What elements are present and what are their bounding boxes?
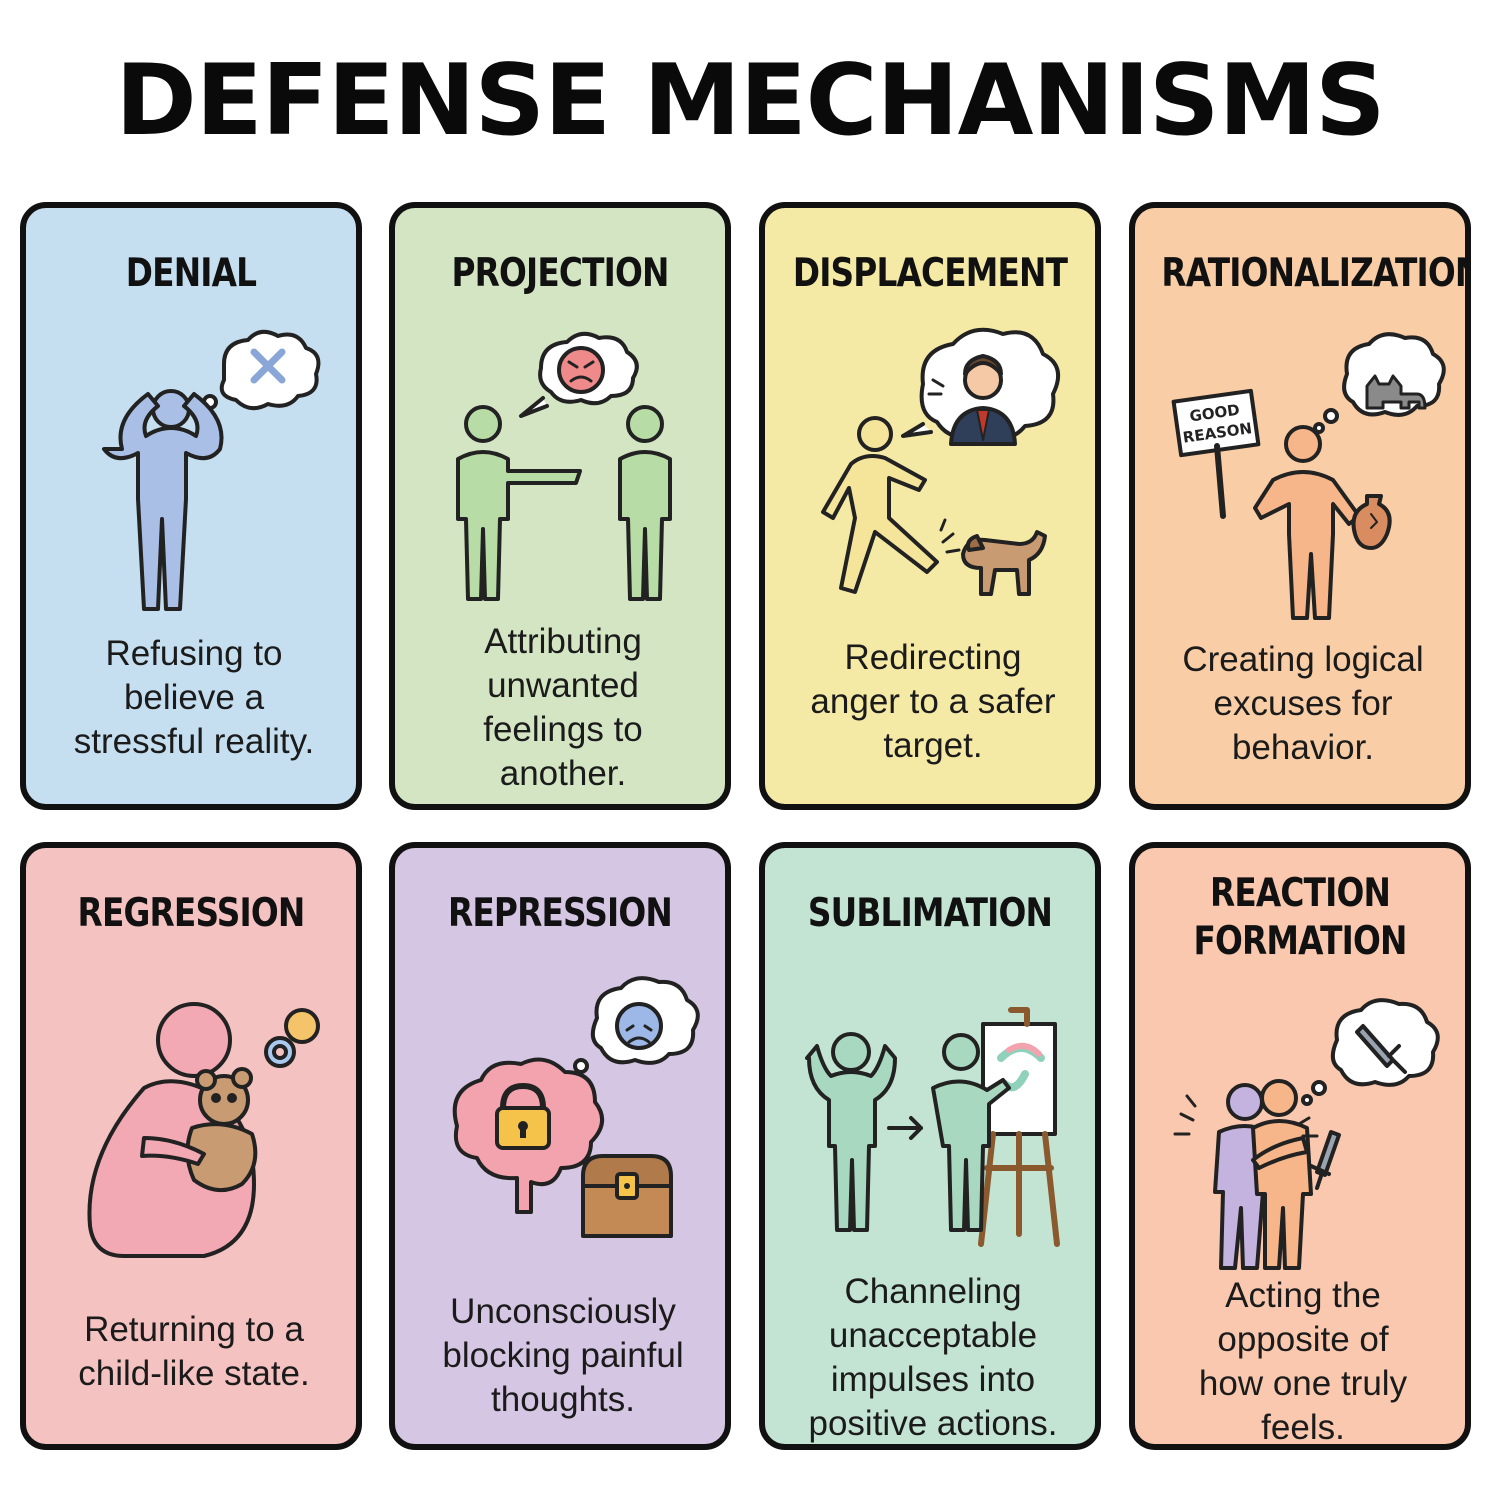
displacement-illustration xyxy=(821,327,1061,596)
card-title-line: PROJECTION xyxy=(451,251,669,296)
angry-face-icon xyxy=(557,346,605,394)
card-description-line: behavior. xyxy=(1231,728,1375,768)
card-reaction-formation: REACTION FORMATION Acting the opposite o… xyxy=(1129,842,1471,1450)
page-title: DEFENSE MECHANISMS xyxy=(115,44,1385,158)
accused-person-icon xyxy=(618,405,672,601)
denial-illustration xyxy=(102,329,321,611)
distressed-person-icon xyxy=(102,389,224,611)
pacifier-icon xyxy=(264,1008,320,1068)
arrow-right-icon xyxy=(887,1116,923,1140)
card-title-line: REACTION xyxy=(1209,871,1391,916)
card-description-line: Unconsciously xyxy=(450,1292,676,1331)
card-description-line: anger to a safer xyxy=(810,682,1056,722)
dog-icon xyxy=(961,530,1047,596)
card-description-line: feelings to xyxy=(483,710,643,750)
teddy-bear-icon xyxy=(185,1067,258,1192)
card-repression: REPRESSION Unco xyxy=(389,842,731,1450)
card-description: Creating logical excuses for behavior. xyxy=(1153,638,1453,770)
kicking-person-icon xyxy=(821,416,939,594)
card-title-line: RATIONALIZATION xyxy=(1161,251,1471,296)
card-description-line: excuses for xyxy=(1213,684,1393,724)
cat-icon xyxy=(1365,374,1427,410)
sad-face-icon xyxy=(615,1002,663,1050)
card-title: DENIAL xyxy=(52,250,329,298)
card-description-line: unacceptable xyxy=(828,1316,1038,1356)
regression-illustration xyxy=(87,1002,320,1258)
card-title: REGRESSION xyxy=(52,890,329,938)
x-icon xyxy=(250,348,286,384)
card-description-line: Redirecting xyxy=(844,638,1022,677)
card-description-line: Acting the xyxy=(1225,1276,1381,1315)
card-title: REACTION FORMATION xyxy=(1161,870,1438,965)
card-title: SUBLIMATION xyxy=(791,890,1068,938)
card-title-line: REGRESSION xyxy=(77,891,306,936)
rationalization-illustration: GOOD REASON xyxy=(1171,332,1446,620)
card-title-line: REPRESSION xyxy=(448,891,673,936)
card-description-line: Returning to a xyxy=(84,1310,304,1349)
pointing-person-icon xyxy=(456,405,582,601)
projection-illustration xyxy=(456,331,672,601)
card-title: RATIONALIZATION xyxy=(1161,250,1471,298)
card-title-line: FORMATION xyxy=(1193,918,1407,964)
hugging-person-icon xyxy=(1251,1079,1313,1270)
card-description-line: target. xyxy=(883,726,983,766)
painting-person-icon xyxy=(931,1033,1011,1232)
card-description-line: stressful reality. xyxy=(73,722,315,762)
card-description-line: positive actions. xyxy=(808,1404,1058,1444)
card-description-line: blocking painful xyxy=(442,1336,684,1376)
card-title-line: DENIAL xyxy=(125,251,257,296)
easel-icon xyxy=(978,1007,1060,1247)
card-description: Unconsciously blocking painful thoughts. xyxy=(413,1290,713,1422)
card-description-line: unwanted xyxy=(487,666,639,706)
card-description-line: thoughts. xyxy=(491,1380,635,1420)
card-description: Channeling unacceptable impulses into po… xyxy=(783,1270,1083,1444)
card-description-line: Attributing xyxy=(484,622,642,661)
card-description-line: impulses into xyxy=(830,1360,1036,1400)
repression-illustration xyxy=(452,976,700,1238)
card-description-line: believe a xyxy=(123,678,265,718)
card-description-line: child-like state. xyxy=(78,1354,310,1394)
thought-bubble-icon xyxy=(1330,998,1440,1087)
card-title: DISPLACEMENT xyxy=(791,250,1068,298)
card-description-line: Refusing to xyxy=(105,634,283,673)
card-description: Acting the opposite of how one truly fee… xyxy=(1153,1274,1453,1448)
card-denial: DENIAL Refusing to believe a stressful r… xyxy=(20,202,362,810)
sublimation-illustration xyxy=(805,1007,1060,1247)
card-title: REPRESSION xyxy=(421,890,698,938)
card-description: Refusing to believe a stressful reality. xyxy=(44,632,344,764)
broken-vase-icon xyxy=(1351,494,1392,550)
card-description: Attributing unwanted feelings to another… xyxy=(413,620,713,796)
card-description-line: feels. xyxy=(1261,1408,1345,1448)
card-title: PROJECTION xyxy=(421,250,698,298)
reaction-formation-illustration xyxy=(1173,998,1440,1270)
card-description: Redirecting anger to a safer target. xyxy=(783,636,1083,768)
person-with-sign-icon xyxy=(1253,425,1361,620)
angry-boss-icon xyxy=(949,354,1017,446)
card-rationalization: RATIONALIZATION GOOD REASON Creating log… xyxy=(1129,202,1471,810)
card-regression: REGRESSION Returning to a child-like sta… xyxy=(20,842,362,1450)
card-displacement: DISPLACEMENT Redirecting anger xyxy=(759,202,1101,810)
card-sublimation: SUBLIMATION Channeling unacceptable impu… xyxy=(759,842,1101,1450)
card-description-line: another. xyxy=(499,754,627,794)
card-description-line: opposite of xyxy=(1217,1320,1389,1360)
card-description-line: how one truly xyxy=(1198,1364,1408,1404)
dagger-icon xyxy=(1355,1024,1407,1074)
card-title-line: DISPLACEMENT xyxy=(792,251,1068,296)
card-title-line: SUBLIMATION xyxy=(807,891,1053,936)
locked-chest-icon xyxy=(581,1154,673,1238)
flexing-person-icon xyxy=(805,1032,897,1232)
hidden-dagger-icon xyxy=(1309,1130,1341,1190)
card-description-line: Channeling xyxy=(844,1272,1022,1311)
lock-icon xyxy=(495,1083,551,1150)
card-description: Returning to a child-like state. xyxy=(44,1308,344,1396)
card-description-line: Creating logical xyxy=(1182,640,1424,679)
card-projection: PROJECTION Attributing unwanted feelings… xyxy=(389,202,731,810)
